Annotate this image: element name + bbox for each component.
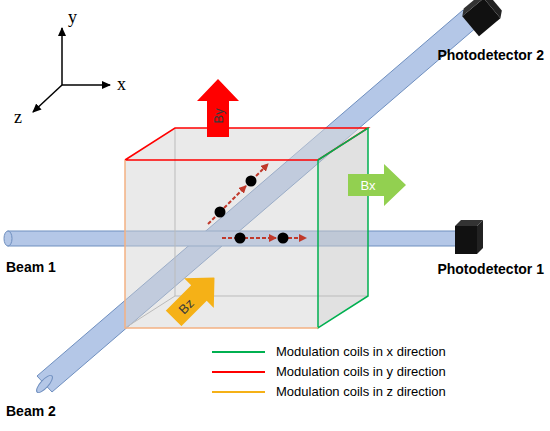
coordinate-axes <box>33 28 110 112</box>
axis-label: x <box>117 75 126 95</box>
arrow-shape <box>348 164 406 206</box>
component-label: Photodetector 2 <box>437 48 544 63</box>
axis-label: z <box>14 108 22 128</box>
arrow-label: Bx <box>360 179 375 192</box>
arrow-outline <box>348 164 406 206</box>
photodetector-1-box <box>455 220 483 254</box>
arrow-outline <box>197 79 239 137</box>
atom-spins <box>208 164 306 244</box>
legend-samples <box>212 352 265 392</box>
field-arrow-x: Bx <box>348 164 406 206</box>
legend-text: Modulation coils in y direction <box>276 365 446 379</box>
axis-label: y <box>68 8 77 28</box>
vapor-cell <box>125 128 368 328</box>
legend-text: Modulation coils in z direction <box>276 385 446 399</box>
photodetector-2-box <box>459 0 505 36</box>
arrow-shape <box>197 79 239 137</box>
legend-text: Modulation coils in x direction <box>276 345 446 359</box>
arrow-label: By <box>212 108 225 123</box>
arrow-outline <box>159 263 230 334</box>
beam-2 <box>34 10 478 395</box>
field-arrow-y: By <box>197 79 239 137</box>
beam-label: Beam 1 <box>6 260 56 275</box>
component-label: Photodetector 1 <box>437 262 544 277</box>
beam-label: Beam 2 <box>6 404 56 419</box>
